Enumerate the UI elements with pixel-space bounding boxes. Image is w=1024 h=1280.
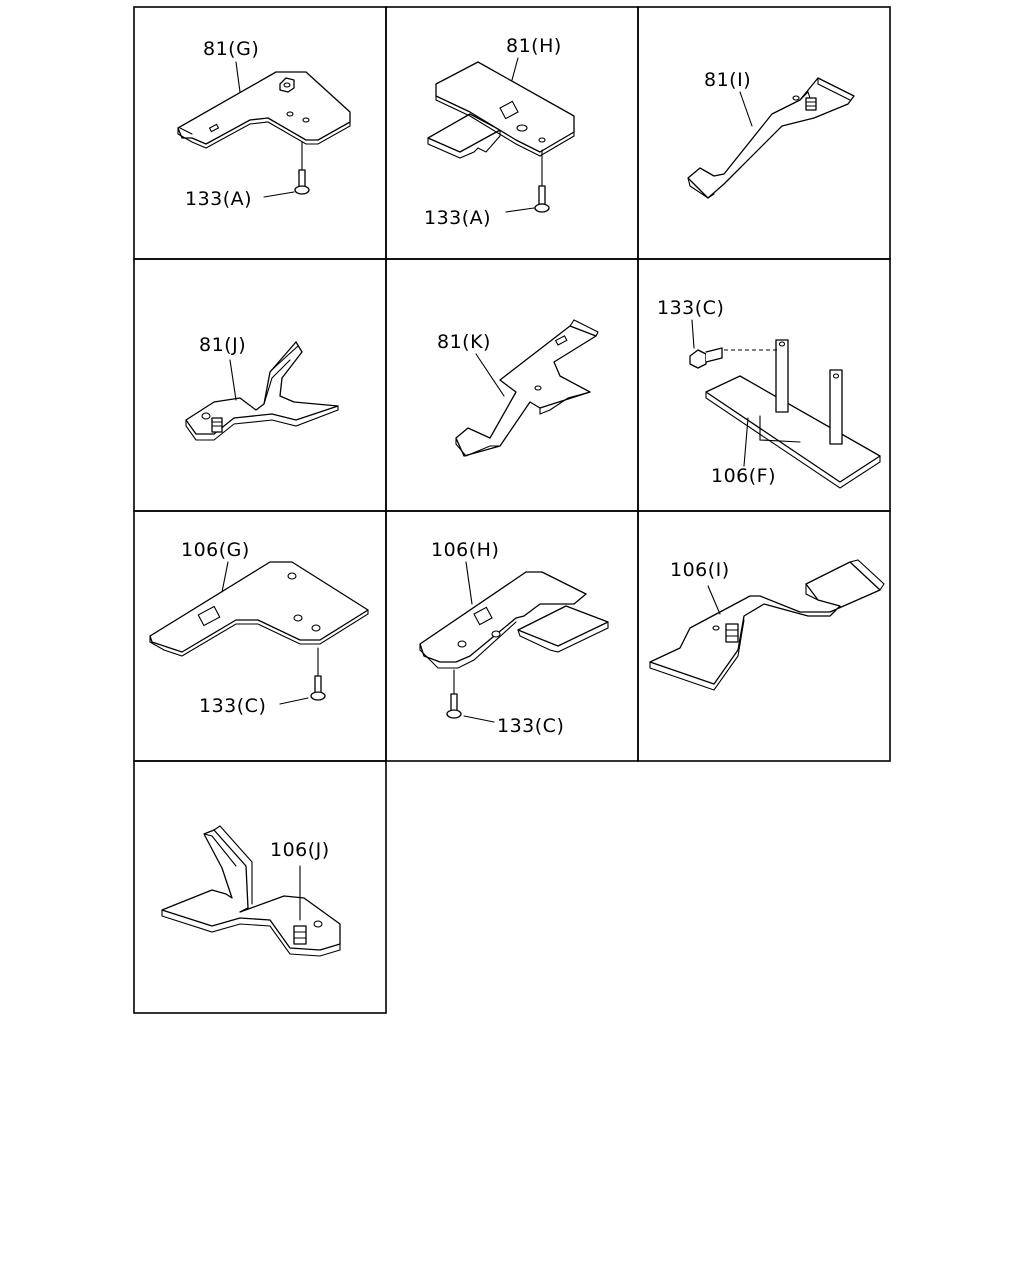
label-81j: 81(J) bbox=[199, 334, 246, 356]
stud-icon bbox=[805, 97, 817, 111]
panel-106f: 133(C) 106(F) bbox=[657, 297, 881, 489]
screw-133c-h-icon bbox=[450, 693, 458, 713]
label-81i: 81(I) bbox=[704, 69, 751, 91]
stud-81j-icon bbox=[211, 417, 223, 433]
label-106f: 106(F) bbox=[711, 465, 776, 487]
bracket-106h bbox=[419, 571, 587, 663]
label-106h: 106(H) bbox=[431, 539, 499, 561]
cell-106j bbox=[133, 760, 387, 1014]
panel-81h: 81(H) 133(A) bbox=[424, 35, 575, 229]
bracket-106g bbox=[149, 561, 369, 653]
panel-81i: 81(I) bbox=[687, 69, 855, 199]
label-133c-g: 133(C) bbox=[199, 695, 266, 717]
label-81k: 81(K) bbox=[437, 331, 491, 353]
bracket-106h-lower bbox=[517, 605, 609, 647]
label-133a-g: 133(A) bbox=[185, 188, 252, 210]
bracket-106j bbox=[161, 829, 341, 951]
stud-106i-icon bbox=[725, 623, 739, 643]
label-106j: 106(J) bbox=[270, 839, 330, 861]
screw-133a-icon bbox=[298, 169, 306, 189]
label-133a-h: 133(A) bbox=[424, 207, 491, 229]
bracket-81k bbox=[455, 325, 597, 457]
grid-borders bbox=[133, 6, 891, 1014]
label-133c-f: 133(C) bbox=[657, 297, 724, 319]
bracket-81j bbox=[185, 341, 339, 435]
panel-106j: 106(J) bbox=[161, 825, 341, 957]
stud-106j-icon bbox=[293, 925, 307, 945]
panel-106i: 106(I) bbox=[649, 559, 885, 691]
panel-81j: 81(J) bbox=[185, 334, 339, 441]
panel-81k: 81(K) bbox=[437, 319, 599, 457]
cell-81g bbox=[133, 6, 387, 260]
screw-133a-h-icon bbox=[538, 185, 546, 205]
panel-81g: 81(G) 133(A) bbox=[177, 38, 351, 210]
label-106i: 106(I) bbox=[670, 559, 730, 581]
bolt-133c-icon bbox=[689, 349, 707, 369]
label-133c-h: 133(C) bbox=[497, 715, 564, 737]
label-106g: 106(G) bbox=[181, 539, 250, 561]
panel-106h: 106(H) 133(C) bbox=[419, 539, 609, 737]
panel-106g: 106(G) 133(C) bbox=[149, 539, 369, 717]
screw-133c-g-icon bbox=[314, 675, 322, 695]
bracket-81i bbox=[687, 77, 855, 199]
cell-106i bbox=[637, 510, 891, 762]
label-81g: 81(G) bbox=[203, 38, 259, 60]
cell-81j bbox=[133, 258, 387, 512]
bracket-81g bbox=[177, 71, 351, 145]
label-81h: 81(H) bbox=[506, 35, 562, 57]
